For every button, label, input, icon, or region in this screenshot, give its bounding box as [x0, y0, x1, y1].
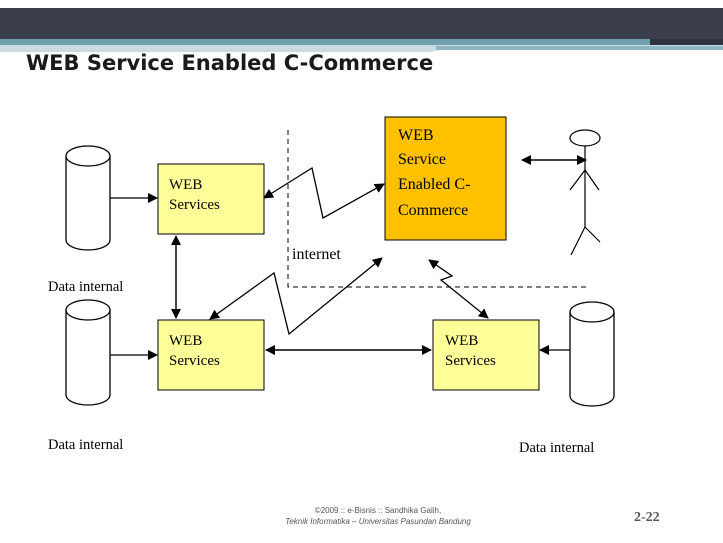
internet-link-arrow [263, 166, 385, 219]
svg-text:Service: Service [398, 151, 446, 168]
database-label: Data internal [48, 437, 123, 453]
slide-title: WEB Service Enabled C-Commerce [26, 51, 434, 75]
database-label: Data internal [48, 279, 123, 295]
web-services-box: WEB Services [432, 319, 540, 391]
user-stick-figure-icon [569, 129, 601, 256]
database-icon [569, 301, 615, 407]
internet-label: internet [292, 246, 341, 263]
header-band [0, 8, 723, 52]
internet-link-arrow [428, 259, 489, 319]
svg-text:Commerce: Commerce [398, 202, 468, 219]
svg-text:Services: Services [169, 197, 220, 213]
database-icon [65, 299, 111, 406]
database-label: Data internal [519, 440, 594, 456]
svg-text:WEB: WEB [445, 333, 478, 349]
web-services-box: WEB Services [157, 163, 265, 235]
page-number: 2-22 [634, 510, 660, 525]
svg-text:Services: Services [169, 353, 220, 369]
svg-text:WEB: WEB [169, 177, 202, 193]
database-icon [65, 145, 111, 251]
svg-text:WEB: WEB [398, 127, 434, 144]
footer-credit-line-2: Teknik Informatika – Universitas Pasunda… [285, 517, 471, 526]
footer-credit-line-1: ©2009 :: e-Bisnis :: Sandhika Galih, [314, 506, 442, 515]
web-service-enabled-c-commerce-box: WEB Service Enabled C- Commerce [384, 116, 507, 241]
internet-link-arrow [209, 257, 383, 336]
svg-text:Enabled C-: Enabled C- [398, 176, 470, 193]
footer-credit: ©2009 :: e-Bisnis :: Sandhika Galih, Tek… [268, 505, 488, 527]
svg-text:Services: Services [445, 353, 496, 369]
web-services-box: WEB Services [157, 319, 265, 391]
svg-text:WEB: WEB [169, 333, 202, 349]
